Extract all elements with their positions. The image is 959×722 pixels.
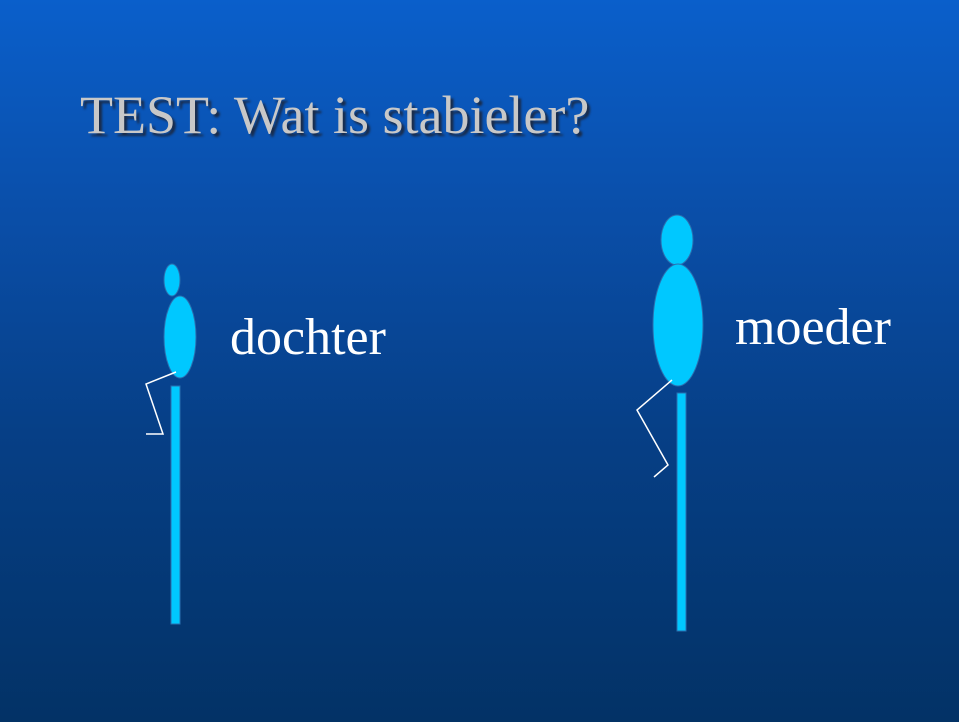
- mother-label: moeder: [735, 299, 891, 356]
- daughter-body: [163, 295, 197, 379]
- daughter-figure: [145, 263, 197, 625]
- mother-figure: [636, 214, 704, 632]
- mother-body: [652, 263, 704, 387]
- slide-title: TEST: Wat is stabieler?: [80, 85, 590, 145]
- daughter-head: [163, 263, 181, 297]
- daughter-leg: [145, 371, 177, 435]
- mother-leg: [636, 379, 673, 478]
- daughter-label: dochter: [230, 309, 386, 366]
- daughter-pole: [170, 385, 181, 625]
- mother-head: [660, 214, 694, 266]
- mother-pole: [676, 392, 687, 632]
